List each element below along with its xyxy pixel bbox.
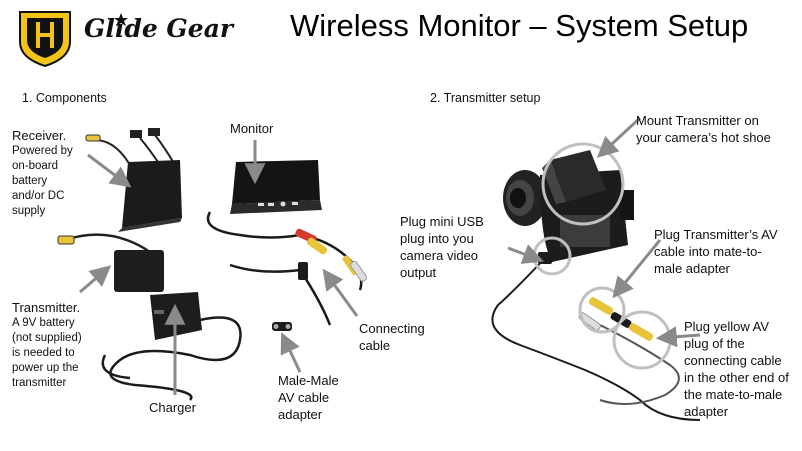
label-plug-usb-0: Plug mini USB [400,214,484,229]
label-mount-1: your camera’s hot shoe [636,130,771,145]
logo-star-icon [114,13,128,26]
adapter-image [272,322,292,331]
label-transmitter-desc-2: is needed to [12,347,75,359]
label-connecting-cable: Connecting cable [359,320,425,354]
label-plug-usb-3: output [400,265,437,280]
label-plug-av: Plug Transmitter’s AV cable into mate-to… [654,226,778,277]
label-charger: Charger [149,400,196,415]
label-connecting-cable-1: cable [359,338,391,353]
label-plug-av-1: cable into mate-to- [654,244,762,259]
charger-image [101,292,242,401]
camera-image [503,150,634,262]
section-heading-components: 1. Components [22,91,107,105]
label-plug-yellow-1: plug of the [684,336,745,351]
label-transmitter-desc-1: (not supplied) [12,332,82,344]
label-plug-usb-1: plug into you [400,231,474,246]
label-receiver: Receiver. Powered by on-board battery an… [12,127,102,219]
label-plug-yellow: Plug yellow AV plug of the connecting ca… [684,318,789,420]
label-transmitter-desc-0: A 9V battery [12,317,75,329]
logo-text: Glide Gear [84,14,234,43]
arrow-yellow [655,326,701,348]
label-mount: Mount Transmitter on your camera’s hot s… [636,112,771,146]
label-mount-0: Mount Transmitter on [636,113,759,128]
monitor-image [230,160,322,214]
label-adapter-1: AV cable [278,390,330,405]
label-transmitter-desc-3: power up the [12,362,79,374]
label-plug-yellow-2: connecting cable [684,353,782,368]
setup-cable-image [491,252,701,421]
section-heading-transmitter-setup: 2. Transmitter setup [430,91,541,105]
label-connecting-cable-0: Connecting [359,321,425,336]
label-plug-av-2: male adapter [654,261,730,276]
label-receiver-desc-1: on-board [12,160,59,172]
label-transmitter-desc-4: transmitter [12,377,67,389]
label-receiver-desc-3: and/or DC [12,190,65,202]
page-title: Wireless Monitor – System Setup [290,8,749,43]
label-receiver-desc-4: supply [12,205,46,217]
arrow-connecting-cable [322,268,359,317]
highlight-hotshoe [541,142,625,226]
arrow-transmitter [79,265,112,294]
label-receiver-title: Receiver. [12,128,67,143]
label-adapter: Male-Male AV cable adapter [278,372,339,423]
label-plug-yellow-5: adapter [684,404,729,419]
label-plug-usb-2: camera video [400,248,479,263]
label-transmitter-title: Transmitter. [12,300,81,315]
label-receiver-desc-2: battery [12,175,48,187]
arrow-usb [507,244,544,264]
highlight-av [578,286,626,334]
label-adapter-2: adapter [278,407,323,422]
arrow-mount [596,116,642,158]
label-plug-av-0: Plug Transmitter’s AV [654,227,778,242]
arrow-adapter [280,332,302,373]
label-adapter-0: Male-Male [278,373,339,388]
label-monitor: Monitor [230,121,274,136]
logo-shield-icon [19,11,71,68]
highlight-yellow [612,310,672,370]
receiver-image [85,128,182,232]
label-receiver-desc-0: Powered by [12,145,73,157]
label-plug-yellow-0: Plug yellow AV [684,319,770,334]
label-plug-yellow-3: in the other end of [684,370,789,385]
arrow-receiver [87,153,132,188]
transmitter-image [57,233,164,292]
arrow-av [612,239,662,299]
label-plug-usb: Plug mini USB plug into you camera video… [400,213,484,281]
label-plug-yellow-4: the mate-to-male [684,387,783,402]
label-transmitter: Transmitter. A 9V battery (not supplied)… [12,299,107,391]
connecting-cable-image [206,211,368,326]
